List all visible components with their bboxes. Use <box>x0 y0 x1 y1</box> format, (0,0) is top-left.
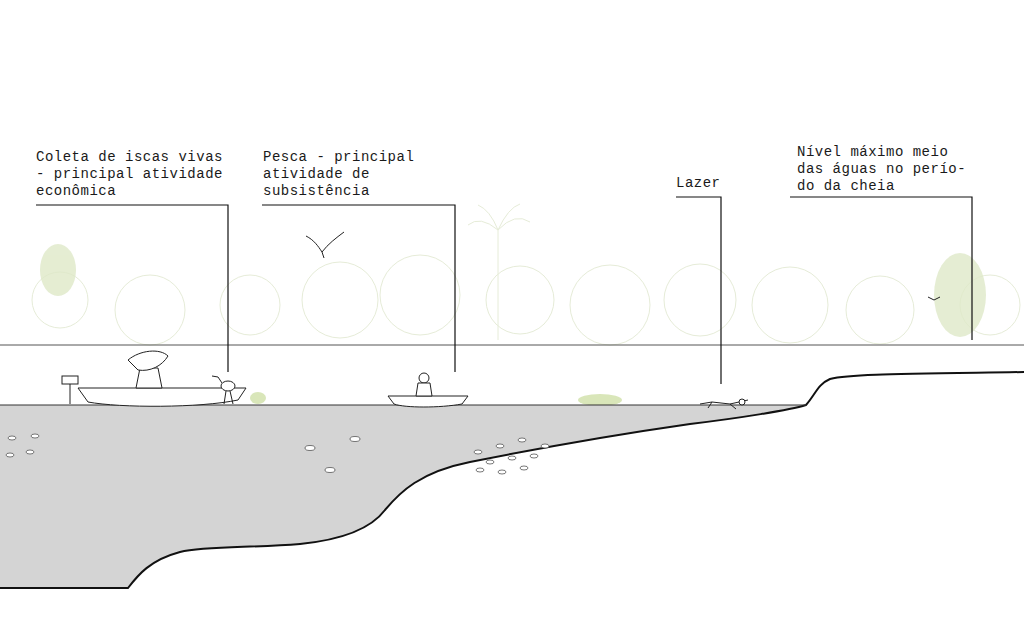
fish <box>530 454 538 458</box>
bird-body <box>221 381 235 391</box>
tree-outline <box>302 262 378 338</box>
fish <box>31 434 39 438</box>
leader-line <box>36 205 228 372</box>
outboard-motor <box>62 376 78 384</box>
flying-bird <box>928 297 940 300</box>
bird-neck <box>212 376 222 383</box>
boat-hull <box>388 396 468 407</box>
fish <box>486 460 494 464</box>
boat-hull <box>78 388 246 406</box>
tree-outline <box>570 265 650 345</box>
callout-label: Nível máximo meio das águas no perío- do… <box>797 144 973 195</box>
tree-outline <box>664 264 736 336</box>
fish <box>6 453 14 457</box>
person-body <box>136 368 162 388</box>
callout-label: Coleta de iscas vivas - principal ativid… <box>36 149 229 200</box>
tree-outline <box>220 275 280 335</box>
fish <box>518 438 526 442</box>
floating-plants <box>578 394 622 406</box>
swimmer <box>700 399 748 409</box>
leader-line <box>790 197 972 340</box>
bird-leg <box>230 391 233 404</box>
floating-plants <box>250 392 266 404</box>
palm-tree <box>468 204 530 340</box>
heron <box>212 376 235 404</box>
tree-outline <box>486 266 554 334</box>
leader-line <box>262 205 455 372</box>
motor-shaft <box>70 384 71 404</box>
bait-boat <box>62 351 246 406</box>
fish <box>541 444 549 448</box>
river-water <box>0 405 806 588</box>
tree <box>934 253 986 337</box>
flood-level-line <box>0 345 1024 346</box>
tree-outline <box>752 267 828 343</box>
tree-outline <box>846 276 914 344</box>
fish <box>508 456 516 460</box>
fish <box>8 436 16 440</box>
fish <box>474 450 482 454</box>
callout-label: Lazer <box>676 175 736 192</box>
fish <box>496 444 504 448</box>
fish <box>305 446 315 451</box>
callout-label: Pesca - principal atividade de subsistên… <box>263 149 423 200</box>
birds <box>306 232 940 300</box>
bird-leg <box>224 391 226 404</box>
leader-line <box>676 197 721 384</box>
flying-bird <box>306 232 344 258</box>
net <box>128 351 168 370</box>
fish <box>520 466 528 470</box>
tree-outline <box>380 255 460 335</box>
green-trees <box>40 244 986 406</box>
tree <box>40 244 76 296</box>
fishing-boat <box>388 373 468 407</box>
fish <box>325 468 335 473</box>
leader-lines <box>36 197 972 384</box>
fish <box>350 437 360 442</box>
fish <box>26 450 34 454</box>
fish-school <box>6 434 549 474</box>
person-head <box>419 373 429 383</box>
swimmer-figure <box>700 400 748 409</box>
person-body <box>416 383 432 396</box>
swimmer-head <box>739 399 745 405</box>
riverbed-line <box>0 372 1024 588</box>
background-vegetation <box>32 204 1020 345</box>
tree-outline <box>115 275 185 345</box>
fish <box>476 468 484 472</box>
fish <box>498 470 506 474</box>
